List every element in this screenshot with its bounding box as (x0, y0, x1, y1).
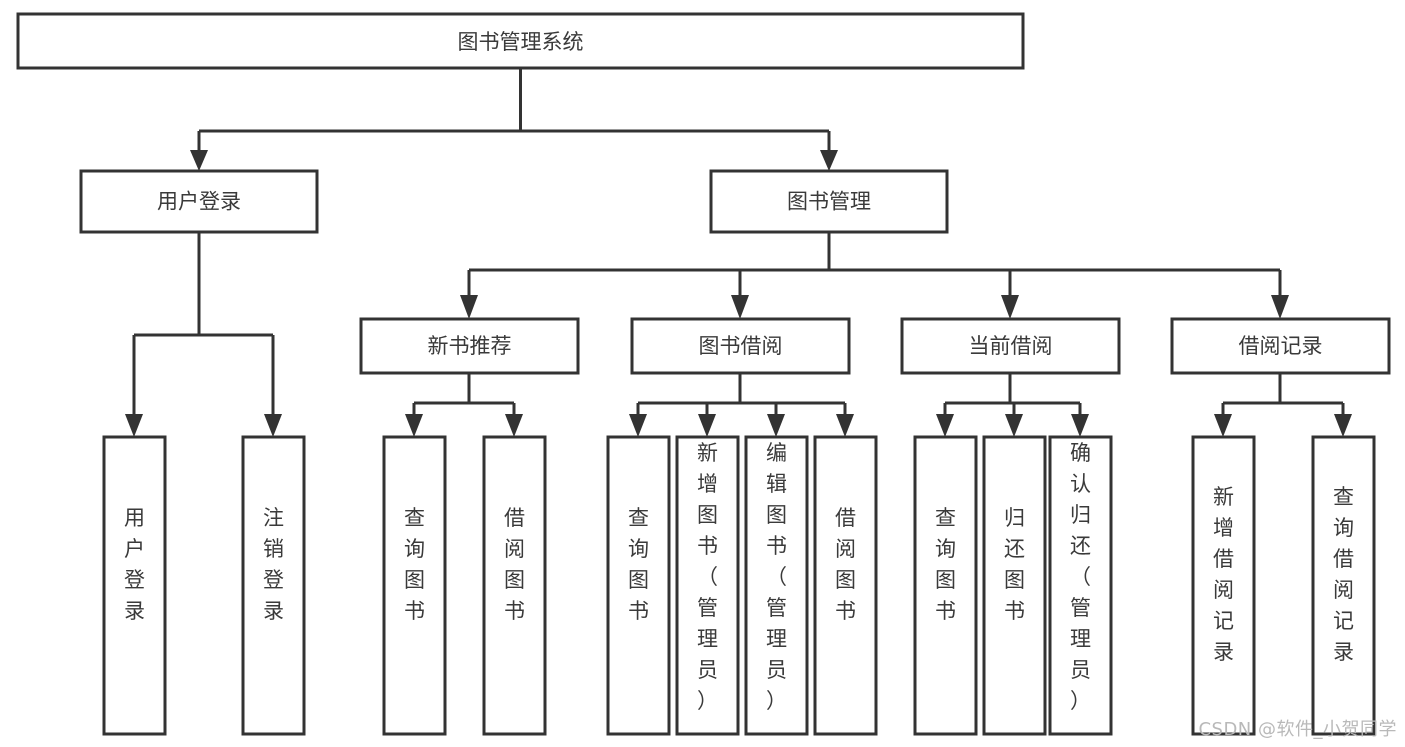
node-user-login-box[interactable] (79, 169, 319, 234)
node-new-book-recommend-box[interactable] (359, 317, 580, 375)
arrowhead-nb-leaf-2 (505, 414, 523, 437)
node-new-book-recommend[interactable]: 新书推荐 (359, 317, 580, 375)
connector-layer (125, 68, 1352, 437)
arrowhead-book-manage (820, 150, 838, 171)
leaf-logout-label: 注销登录 (263, 506, 284, 623)
arrowhead-book-borrow (731, 295, 749, 319)
leaf-logout[interactable]: 注销登录 (241, 435, 306, 736)
leaf-bb-query-book[interactable]: 查询图书 (606, 435, 671, 736)
leaf-bb-add-book-box[interactable] (675, 435, 740, 736)
arrowhead-cb-leaf-2 (1005, 414, 1023, 437)
leaf-cb-query-book-label: 查询图书 (935, 506, 956, 623)
node-user-login-label: 用户登录 (157, 190, 241, 214)
arrowhead-br-leaf-1 (1214, 414, 1232, 437)
node-current-borrow-label: 当前借阅 (969, 334, 1053, 358)
arrowhead-leaf-user-login (125, 414, 143, 437)
node-book-manage-label: 图书管理 (787, 190, 871, 214)
node-user-login[interactable]: 用户登录 (79, 169, 319, 234)
arrowhead-leaf-logout (264, 414, 282, 437)
arrowhead-br-leaf-2 (1334, 414, 1352, 437)
arrowhead-cb-leaf-1 (936, 414, 954, 437)
node-book-borrow-box[interactable] (630, 317, 851, 375)
leaf-bb-borrow-book[interactable]: 借阅图书 (813, 435, 878, 736)
leaf-cb-confirm-return-box[interactable] (1048, 435, 1113, 736)
leaf-user-login-box[interactable] (102, 435, 167, 736)
arrowhead-user-login (190, 150, 208, 171)
arrowhead-bb-leaf-4 (836, 414, 854, 437)
leaf-br-add-record[interactable]: 新增借阅记录 (1191, 435, 1256, 736)
leaf-cb-confirm-return[interactable]: 确认归还（管理员） (1048, 435, 1113, 736)
leaf-cb-return-book-box[interactable] (982, 435, 1047, 736)
node-current-borrow[interactable]: 当前借阅 (900, 317, 1121, 375)
leaf-nb-borrow-book[interactable]: 借阅图书 (482, 435, 547, 736)
arrowhead-bb-leaf-3 (767, 414, 785, 437)
leaf-bb-query-book-label: 查询图书 (628, 506, 649, 623)
leaf-user-login-label: 用户登录 (124, 506, 145, 623)
leaf-bb-add-book-label: 新增图书（管理员） (697, 441, 718, 713)
leaf-bb-borrow-book-label: 借阅图书 (835, 506, 856, 623)
node-book-borrow-label: 图书借阅 (699, 334, 783, 358)
arrowhead-current-borrow (1001, 295, 1019, 319)
node-book-manage[interactable]: 图书管理 (709, 169, 949, 234)
leaf-nb-query-book-box[interactable] (382, 435, 447, 736)
arrowhead-nb-leaf-1 (405, 414, 423, 437)
leaf-cb-return-book[interactable]: 归还图书 (982, 435, 1047, 736)
leaf-bb-edit-book-label: 编辑图书（管理员） (766, 441, 787, 713)
node-borrow-record[interactable]: 借阅记录 (1170, 317, 1391, 375)
arrowhead-bb-leaf-2 (698, 414, 716, 437)
node-new-book-recommend-label: 新书推荐 (428, 334, 512, 358)
node-current-borrow-box[interactable] (900, 317, 1121, 375)
leaf-cb-query-book-box[interactable] (913, 435, 978, 736)
leaf-br-add-record-box[interactable] (1191, 435, 1256, 736)
leaf-br-add-record-label: 新增借阅记录 (1213, 485, 1234, 664)
node-root-box[interactable] (16, 12, 1025, 70)
node-root-label: 图书管理系统 (458, 30, 584, 54)
leaf-bb-add-book[interactable]: 新增图书（管理员） (675, 435, 740, 736)
node-book-borrow[interactable]: 图书借阅 (630, 317, 851, 375)
leaf-br-query-record-box[interactable] (1311, 435, 1376, 736)
leaf-nb-query-book-label: 查询图书 (404, 506, 425, 623)
leaf-bb-edit-book[interactable]: 编辑图书（管理员） (744, 435, 809, 736)
leaf-bb-borrow-book-box[interactable] (813, 435, 878, 736)
arrowhead-bb-leaf-1 (629, 414, 647, 437)
leaf-user-login[interactable]: 用户登录 (102, 435, 167, 736)
leaf-cb-return-book-label: 归还图书 (1004, 506, 1025, 623)
leaf-nb-borrow-book-label: 借阅图书 (504, 506, 525, 623)
node-borrow-record-label: 借阅记录 (1239, 334, 1323, 358)
leaf-cb-query-book[interactable]: 查询图书 (913, 435, 978, 736)
leaf-nb-query-book[interactable]: 查询图书 (382, 435, 447, 736)
arrowhead-new-book (460, 295, 478, 319)
leaf-bb-edit-book-box[interactable] (744, 435, 809, 736)
leaf-logout-box[interactable] (241, 435, 306, 736)
leaf-br-query-record-label: 查询借阅记录 (1333, 485, 1354, 664)
arrowhead-borrow-record (1271, 295, 1289, 319)
leaf-cb-confirm-return-label: 确认归还（管理员） (1070, 441, 1091, 713)
node-root[interactable]: 图书管理系统 (16, 12, 1025, 70)
node-borrow-record-box[interactable] (1170, 317, 1391, 375)
node-book-manage-box[interactable] (709, 169, 949, 234)
arrowhead-cb-leaf-3 (1071, 414, 1089, 437)
leaf-nb-borrow-book-box[interactable] (482, 435, 547, 736)
leaf-br-query-record[interactable]: 查询借阅记录 (1311, 435, 1376, 736)
leaf-bb-query-book-box[interactable] (606, 435, 671, 736)
